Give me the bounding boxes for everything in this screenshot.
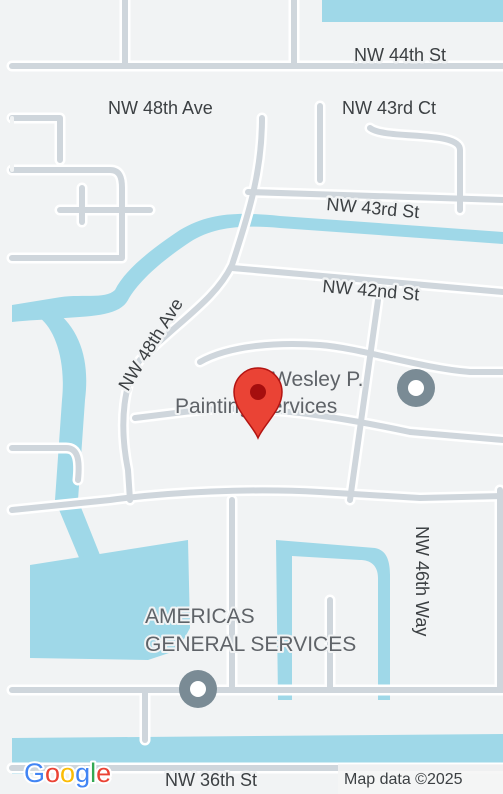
- label-nw-43rd-ct: NW 43rd Ct: [342, 98, 436, 118]
- place-marker-icon[interactable]: [179, 670, 217, 708]
- poi-wesley-line1: Wesley P.: [272, 368, 363, 391]
- logo-letter: l: [90, 758, 96, 788]
- road-nw-42nd-st: [229, 265, 503, 295]
- svg-text:Google: Google: [24, 758, 111, 788]
- poi-americas-line1: AMERICAS: [145, 605, 255, 628]
- logo-letter: o: [60, 758, 75, 788]
- map-data-attribution[interactable]: Map data ©2025: [338, 764, 503, 794]
- place-marker-icon[interactable]: [397, 369, 435, 407]
- poi-americas-general-services[interactable]: AMERICAS GENERAL SERVICES: [143, 603, 358, 708]
- red-location-pin-icon[interactable]: [233, 367, 283, 440]
- logo-letter: e: [96, 758, 111, 788]
- label-nw-36th-st: NW 36th St: [165, 770, 257, 790]
- poi-wesley-painting[interactable]: Wesley P. Painting Services: [173, 366, 435, 420]
- water-lake-southwest: [30, 540, 190, 660]
- water-canal-west: [40, 310, 102, 560]
- road-nw-48th-ave: [120, 115, 265, 503]
- logo-letter: g: [75, 758, 90, 788]
- road-nw-43rd-st: [245, 189, 503, 203]
- google-logo[interactable]: Google: [22, 756, 113, 790]
- label-nw-44th-st: NW 44th St: [354, 45, 446, 65]
- poi-americas-line2: GENERAL SERVICES: [145, 633, 356, 656]
- water-canal-south: [276, 540, 390, 700]
- road-main-east-west: [9, 487, 503, 513]
- road-network: [6, 0, 503, 774]
- logo-letter: o: [45, 758, 60, 788]
- label-nw-48th-ave-top: NW 48th Ave: [108, 98, 213, 118]
- water-top-pond: [322, 0, 503, 22]
- logo-letter: G: [24, 758, 45, 788]
- map-data-text: Map data ©2025: [344, 771, 463, 788]
- water-canal-north: [12, 213, 503, 322]
- label-nw-46th-way: NW 46th Way: [412, 526, 432, 636]
